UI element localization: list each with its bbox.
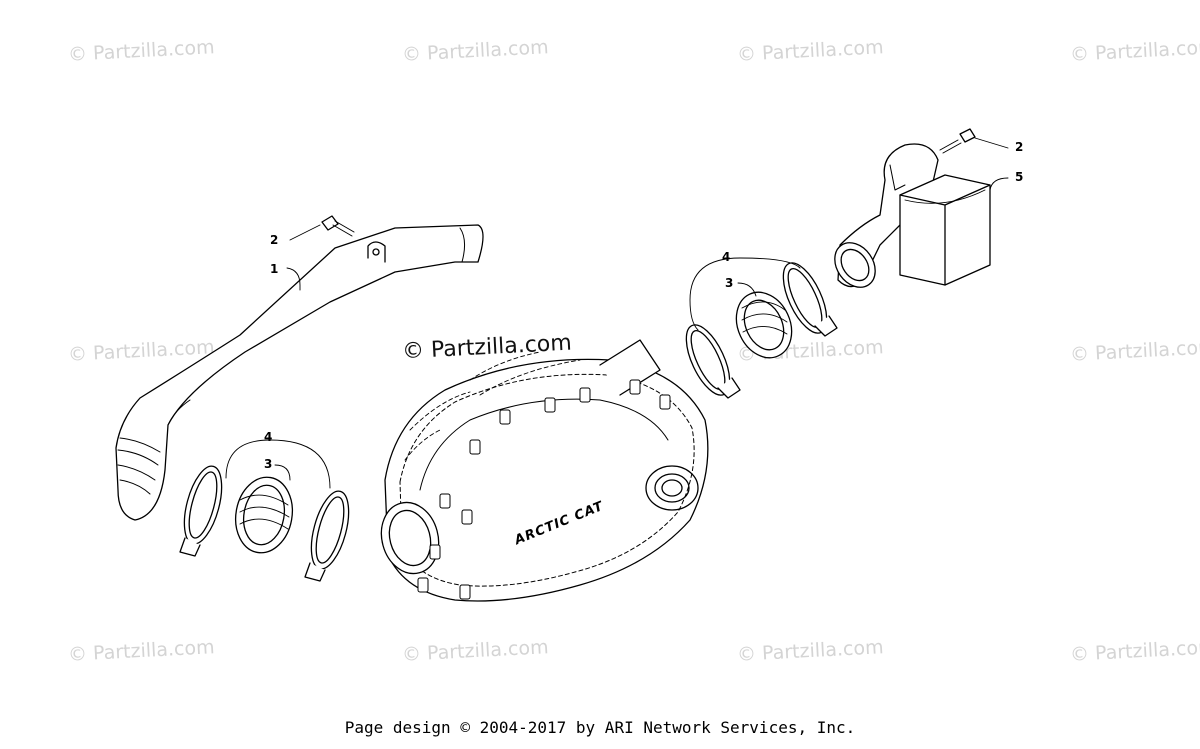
left-clamp-b: [304, 490, 350, 582]
left-boot: [234, 476, 294, 554]
callout-right-box: 5: [1015, 170, 1024, 184]
intake-duct: [115, 224, 484, 521]
right-clamp-b: [782, 262, 838, 337]
filter-box: [899, 174, 991, 286]
callout-right-clamp: 4: [722, 250, 731, 264]
callout-right-bolt: 2: [1015, 140, 1024, 154]
callout-left-boot: 3: [264, 457, 273, 471]
callout-left-bolt: 2: [270, 233, 279, 247]
page-footer: Page design © 2004-2017 by ARI Network S…: [344, 718, 856, 737]
cvt-cover: [380, 339, 709, 602]
callout-right-boot: 3: [725, 276, 734, 290]
left-bolt: [321, 215, 355, 237]
callout-left-clamp: 4: [264, 430, 273, 444]
duct-bracket: [367, 241, 386, 263]
callout-left-duct: 1: [270, 262, 279, 276]
right-clamp-a: [685, 324, 741, 399]
right-boot: [735, 291, 793, 359]
intake-elbow: [834, 143, 939, 288]
right-bolt: [939, 128, 976, 154]
left-clamp-a: [179, 465, 223, 557]
